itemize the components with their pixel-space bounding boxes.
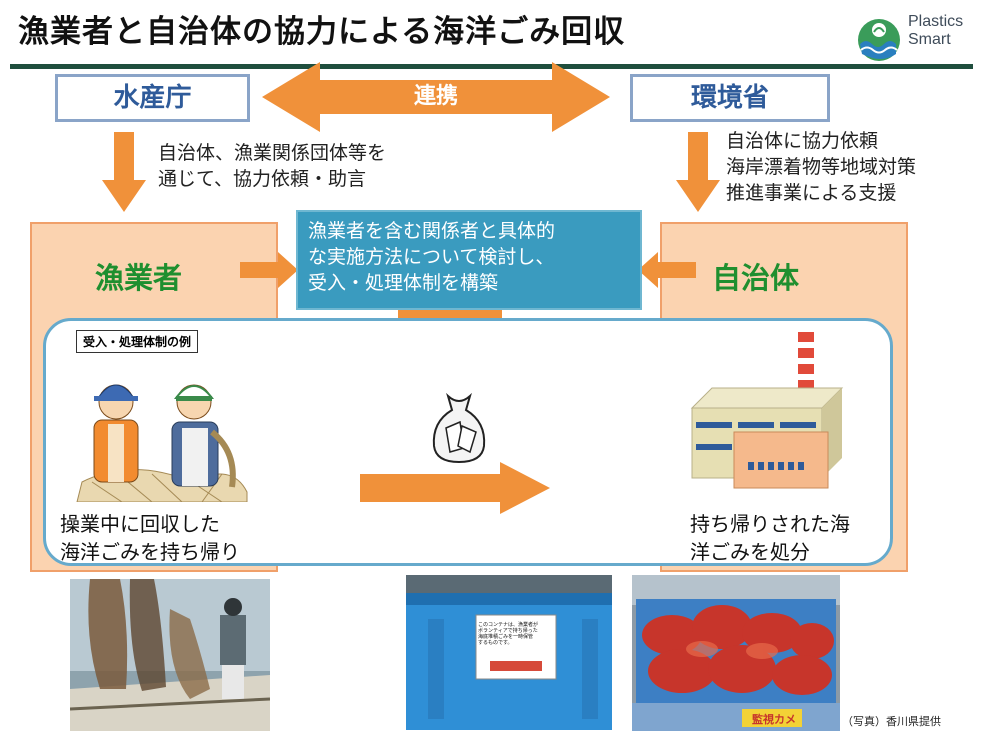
caption-fishers-line2: 海洋ごみを持ち帰り <box>60 540 240 564</box>
photo-credit: （写真）香川県提供 <box>842 715 941 728</box>
link-label: 連携 <box>413 84 458 109</box>
logo-line2: Smart <box>908 31 951 48</box>
logo-line1: Plastics <box>908 13 964 30</box>
photo-collected-debris <box>632 575 840 731</box>
center-line2: な実施方法について検討し、 <box>308 246 555 268</box>
note-environment-line3: 推進事業による支援 <box>726 182 897 204</box>
down-arrow-right <box>676 132 720 212</box>
consultation-box: 漁業者を含む関係者と具体的 な実施方法について検討し、 受入・処理体制を構築 <box>296 210 642 310</box>
title-rule <box>10 64 973 69</box>
caption-fishers: 操業中に回収した 海洋ごみを持ち帰り <box>60 510 240 566</box>
container-notice-line2: ボランティアで持ち帰った <box>478 628 538 634</box>
note-fisheries: 自治体、漁業関係団体等を 通じて、協力依頼・助言 <box>158 140 386 192</box>
right-arrow-into-center <box>240 252 298 288</box>
note-environment-line2: 海岸漂着物等地域対策 <box>726 156 917 178</box>
plastics-smart-logo <box>858 19 900 61</box>
left-arrow-into-center <box>638 252 696 288</box>
link-double-arrow <box>262 62 610 132</box>
page-title: 漁業者と自治体の協力による海洋ごみ回収 <box>18 14 626 50</box>
center-line1: 漁業者を含む関係者と具体的 <box>308 220 556 242</box>
agency-fisheries: 水産庁 <box>55 74 250 122</box>
disposal-facility-illustration <box>690 332 844 489</box>
center-line3: 受入・処理体制を構築 <box>308 272 499 294</box>
container-notice-line1: このコンテナは、漁業者が <box>478 622 539 628</box>
caption-fishers-line1: 操業中に回収した <box>60 512 220 536</box>
trash-bag-icon <box>432 392 486 464</box>
note-environment: 自治体に協力依頼 海岸漂着物等地域対策 推進事業による支援 <box>726 128 916 206</box>
container-notice-line3: 海底堆積ごみを一時保管 <box>478 634 534 640</box>
agency-environment: 環境省 <box>630 74 830 122</box>
note-fisheries-line1: 自治体、漁業関係団体等を <box>158 142 387 164</box>
photo-fishing-boat <box>70 579 270 731</box>
right-arrow-example <box>360 462 550 514</box>
note-fisheries-line2: 通じて、協力依頼・助言 <box>158 168 367 190</box>
caption-disposal: 持ち帰りされた海 洋ごみを処分 <box>690 510 850 566</box>
container-notice: このコンテナは、漁業者が ボランティアで持ち帰った 海底堆積ごみを一時保管 する… <box>478 622 552 646</box>
down-arrow-left <box>102 132 146 212</box>
crate-label: 監視カメ <box>752 713 796 726</box>
caption-disposal-line1: 持ち帰りされた海 <box>690 512 850 536</box>
logo-text: Plastics Smart <box>908 13 963 49</box>
note-environment-line1: 自治体に協力依頼 <box>726 130 879 152</box>
photo-blue-container <box>406 575 612 730</box>
fishers-illustration <box>76 384 248 502</box>
container-notice-line4: するものです。 <box>478 640 513 646</box>
caption-disposal-line2: 洋ごみを処分 <box>690 540 810 564</box>
actor-fishers: 漁業者 <box>95 261 183 295</box>
actor-municipality: 自治体 <box>712 261 800 295</box>
example-label: 受入・処理体制の例 <box>76 330 199 353</box>
